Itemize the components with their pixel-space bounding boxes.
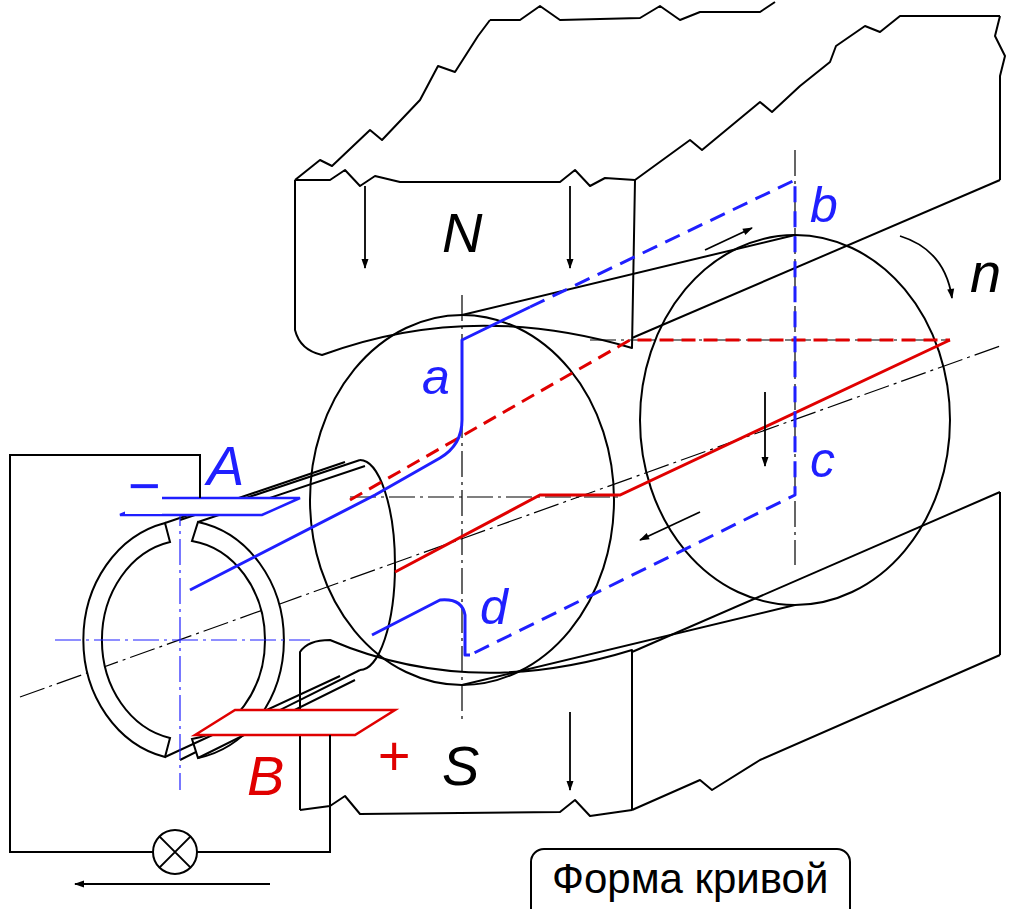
- red-conductor: [350, 340, 950, 572]
- commutator-end: [360, 460, 395, 670]
- brush-label: B: [245, 748, 286, 804]
- brush-label: A: [205, 438, 246, 494]
- center-lines: [20, 150, 1000, 720]
- coil-point-label: d: [478, 582, 510, 632]
- coil-point-label: c: [808, 435, 837, 485]
- rotation-label: n: [968, 245, 1003, 301]
- coil-side: [190, 307, 530, 590]
- pole-edge: [995, 16, 1005, 180]
- pole-edge: [632, 180, 1000, 338]
- conductor: [395, 340, 950, 572]
- pole-edge: [300, 796, 632, 816]
- wire: [10, 455, 330, 852]
- polarity-sign: +: [375, 728, 412, 784]
- pole-edge: [632, 492, 1000, 652]
- polarity-sign: −: [125, 458, 162, 514]
- coil-point-label: a: [420, 352, 452, 402]
- armature-edge: [462, 605, 795, 685]
- axis-line: [179, 500, 180, 790]
- coil-side: [372, 600, 470, 655]
- caption-box: Форма кривой: [530, 848, 851, 909]
- current-arrow: [705, 228, 752, 250]
- lamp-symbol: [153, 830, 197, 874]
- lamp-symbol: [159, 836, 190, 867]
- rotation-arrow: [900, 236, 952, 298]
- flux-arrow: [364, 186, 366, 268]
- pole-edge: [295, 170, 635, 186]
- pole-edge: [999, 492, 1001, 655]
- pole-edge: [632, 655, 1000, 810]
- brush-plus: [195, 710, 395, 735]
- pole-edge: [295, 20, 490, 180]
- armature: [310, 235, 950, 685]
- current-arrow: [640, 512, 700, 540]
- pole-label: N: [440, 205, 484, 261]
- pole-edge: [490, 2, 775, 20]
- axis-line: [20, 346, 1000, 697]
- upper-magnet: [295, 2, 1005, 355]
- coil-hidden: [470, 180, 795, 655]
- brushes: [120, 498, 395, 735]
- coil-point-label: b: [808, 180, 840, 230]
- flux-arrow: [764, 392, 766, 466]
- pole-edge: [635, 16, 1000, 180]
- pole-label: S: [440, 738, 481, 794]
- axis-line: [55, 639, 310, 640]
- flux-arrow: [569, 712, 571, 790]
- current-arrow: [75, 883, 270, 885]
- commutator-axes: [55, 500, 310, 790]
- conductor-hidden: [350, 340, 950, 500]
- pole-face: [295, 180, 635, 355]
- lower-magnet: [300, 492, 1000, 816]
- blue-coil: [190, 180, 795, 655]
- arrows: [75, 186, 952, 884]
- external-circuit: [10, 455, 330, 874]
- flux-arrow: [569, 186, 571, 268]
- caption-text: Форма кривой: [552, 856, 829, 902]
- armature-edge: [462, 235, 795, 315]
